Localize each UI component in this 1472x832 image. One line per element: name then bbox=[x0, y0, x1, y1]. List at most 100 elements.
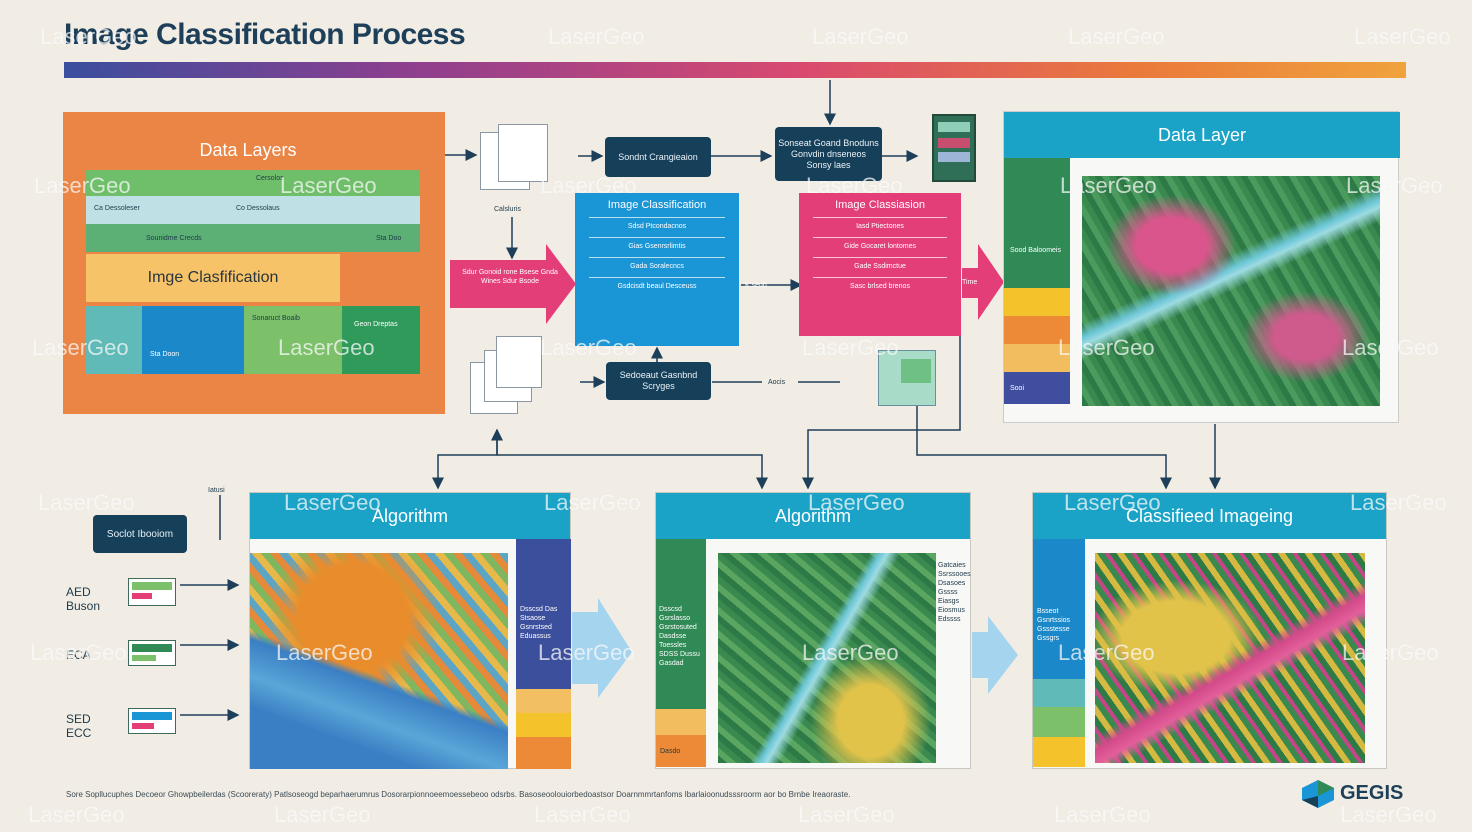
document-caption: Calsluris bbox=[494, 206, 521, 213]
box-row: Gade Ssdimctue bbox=[813, 257, 947, 271]
box-row: Gada Soralecncs bbox=[589, 257, 725, 271]
algorithm-card-2: Algorithm Dsscsd Gsrslasso Gsrstosuted D… bbox=[655, 492, 971, 769]
legend-swatch-yellow bbox=[1004, 288, 1070, 316]
watermark: LaserGeo bbox=[1354, 24, 1451, 49]
legend-swatch-lightgreen bbox=[1033, 707, 1085, 737]
box-title: Image Classification bbox=[607, 199, 707, 211]
legend-label: Gatcaies Ssrssooes Dsasoes Gssss Eiasgs … bbox=[938, 562, 971, 623]
box-title: Image Classiasion bbox=[835, 199, 925, 211]
legend-swatch-orange bbox=[516, 737, 571, 769]
watermark: LaserGeo bbox=[798, 802, 895, 827]
watermark: LaserGeo bbox=[1068, 24, 1165, 49]
data-layer-panel: Data Layer Sood Baloomeis Sooi bbox=[1003, 111, 1400, 423]
document-thumbnail bbox=[498, 124, 548, 182]
image-classiasion-box: Image Classiasion Iasd Ptiectones Gide G… bbox=[799, 193, 961, 336]
data-layers-panel: Data Layers Cersolos Ca Dessoleser Co De… bbox=[63, 112, 445, 414]
input-label-eca: ECA bbox=[66, 648, 91, 662]
legend-swatch-green: Sood Baloomeis bbox=[1004, 158, 1070, 288]
layer-row-2: Ca Dessoleser Co Dessolaus bbox=[86, 196, 420, 224]
box-row: Gide Gocaret lontomes bbox=[813, 237, 947, 251]
watermark: LaserGeo bbox=[28, 802, 125, 827]
legend-label: Sood Baloomeis bbox=[1010, 247, 1061, 254]
layer-row-1: Cersolos bbox=[86, 170, 420, 196]
watermark: LaserGeo bbox=[274, 802, 371, 827]
watermark: LaserGeo bbox=[38, 490, 135, 515]
legend-swatch-orange: Dasdo bbox=[656, 735, 706, 767]
data-layers-title: Data Layers bbox=[199, 140, 297, 160]
legend-swatch-indigo: Sooi bbox=[1004, 372, 1070, 404]
input-label-sed: SED ECC bbox=[66, 712, 92, 740]
classified-imaging-card: Classifieed Imageing Bsseot Gsnrtssios G… bbox=[1032, 492, 1387, 769]
legend-label: Sooi bbox=[1010, 385, 1025, 392]
satellite-map-image bbox=[1082, 176, 1380, 406]
input-arrow-label: Sdur Gonoid rone Bsese Gnda Wines Sdur B… bbox=[462, 269, 558, 285]
layer-row-3: Sounidme Crecds Sta Doo bbox=[86, 224, 420, 252]
legend-label: Dsscsd Gsrslasso Gsrstosuted Dasdsse Toe… bbox=[659, 606, 700, 667]
legend-label: Dsscsd Das Stsaose Gsnrstsed Eduassus bbox=[520, 606, 558, 640]
legend-swatch-indigo: Dsscsd Das Stsaose Gsnrstsed Eduassus bbox=[516, 539, 571, 689]
sondnt-box: Sondnt Crangieaion bbox=[605, 137, 711, 177]
mini-table-icon bbox=[128, 640, 176, 666]
legend-label: Bsseot Gsnrtssios Gssstesse Gssgrs bbox=[1037, 608, 1071, 642]
layer-row-label: Ca Dessoleser bbox=[94, 205, 140, 212]
layer-row-label: Sounidme Crecds bbox=[146, 235, 202, 242]
legend-swatch-lightorange bbox=[656, 709, 706, 735]
legend-swatch-blue: Bsseot Gsnrtssios Gssstesse Gssgrs bbox=[1033, 539, 1085, 679]
legend-swatch-orange bbox=[1004, 316, 1070, 344]
lower-tile-2: Sta Doon bbox=[142, 306, 244, 374]
aocis-label: Aocis bbox=[768, 379, 786, 386]
lower-tile-4: Geon Dreptas bbox=[342, 306, 420, 374]
mini-table-icon bbox=[128, 708, 176, 734]
page-title: Image Classification Process bbox=[64, 18, 466, 51]
box-row: Sasc brlsed brenos bbox=[813, 277, 947, 291]
legend-swatch-yellow bbox=[516, 713, 571, 737]
sedoeaut-box: Sedoeaut Gasnbnd Scryges bbox=[606, 362, 711, 400]
image-classification-band: Imge Clasfification bbox=[86, 254, 340, 302]
watermark: LaserGeo bbox=[1054, 802, 1151, 827]
time-label: Time bbox=[962, 279, 978, 286]
algorithm-map-image bbox=[718, 553, 936, 763]
title-gradient-bar bbox=[64, 62, 1406, 78]
legend-swatch-green: Dsscsd Gsrslasso Gsrstosuted Dasdsse Toe… bbox=[656, 539, 706, 709]
legend-swatch-teal bbox=[1033, 679, 1085, 707]
data-layer-title: Data Layer bbox=[1004, 112, 1400, 158]
input-label-aed: AED Buson bbox=[66, 585, 101, 613]
card-title: Algorithm bbox=[656, 493, 970, 539]
legend-label: Dasdo bbox=[660, 748, 681, 755]
layer-row-label: Co Dessolaus bbox=[236, 205, 280, 212]
gegis-logo-text: GEGIS bbox=[1340, 782, 1404, 804]
watermark: LaserGeo bbox=[812, 24, 909, 49]
legend-swatch-lightorange bbox=[516, 689, 571, 713]
kseub-label: K seub bbox=[745, 282, 767, 289]
input-arrow bbox=[450, 244, 576, 324]
sonseat-box: Sonseat Goand Bnoduns Gonvdin dnseneos S… bbox=[775, 127, 882, 181]
layer-row-label: Sta Doo bbox=[376, 235, 402, 242]
card-title: Algorithm bbox=[250, 493, 570, 539]
lower-tile-3: Sonaruct Boaib bbox=[244, 306, 342, 374]
box-row: Sdsd Ptcondacnos bbox=[589, 217, 725, 231]
box-row: Iasd Ptiectones bbox=[813, 217, 947, 231]
legend-swatch-lightorange bbox=[1004, 344, 1070, 372]
lower-tile-label: Sonaruct Boaib bbox=[252, 315, 300, 322]
layers-stack-icon bbox=[932, 114, 976, 182]
lower-tile-label: Sta Doon bbox=[150, 351, 180, 358]
footer-text: Sore Sopllucuphes Decoeor Ghowpbeilerdas… bbox=[66, 790, 851, 799]
lower-tile-label: Geon Dreptas bbox=[354, 321, 398, 328]
lower-tile-1 bbox=[86, 306, 142, 374]
watermark: LaserGeo bbox=[1340, 802, 1437, 827]
data-cube-icon bbox=[878, 350, 936, 406]
document-thumbnail bbox=[496, 336, 542, 388]
classified-map-image bbox=[1095, 553, 1365, 763]
algorithm-map-image bbox=[250, 553, 508, 769]
algorithm-card-1: Algorithm Dsscsd Das Stsaose Gsnrstsed E… bbox=[249, 492, 571, 769]
box-row: Gias Gsenrsrlimtis bbox=[589, 237, 725, 251]
soclot-box: Soclot Ibooiom bbox=[93, 515, 187, 553]
image-classification-box: Image Classification Sdsd Ptcondacnos Gi… bbox=[575, 193, 739, 346]
box-row: Gsdcisdt beaul Desceuss bbox=[589, 277, 725, 291]
card-title: Classifieed Imageing bbox=[1033, 493, 1386, 539]
layer-row-label: Cersolos bbox=[256, 175, 284, 182]
watermark: LaserGeo bbox=[548, 24, 645, 49]
gegis-logo-icon bbox=[1300, 778, 1336, 810]
input-top-label: Iatusi bbox=[208, 487, 225, 494]
mini-table-icon bbox=[128, 578, 176, 606]
